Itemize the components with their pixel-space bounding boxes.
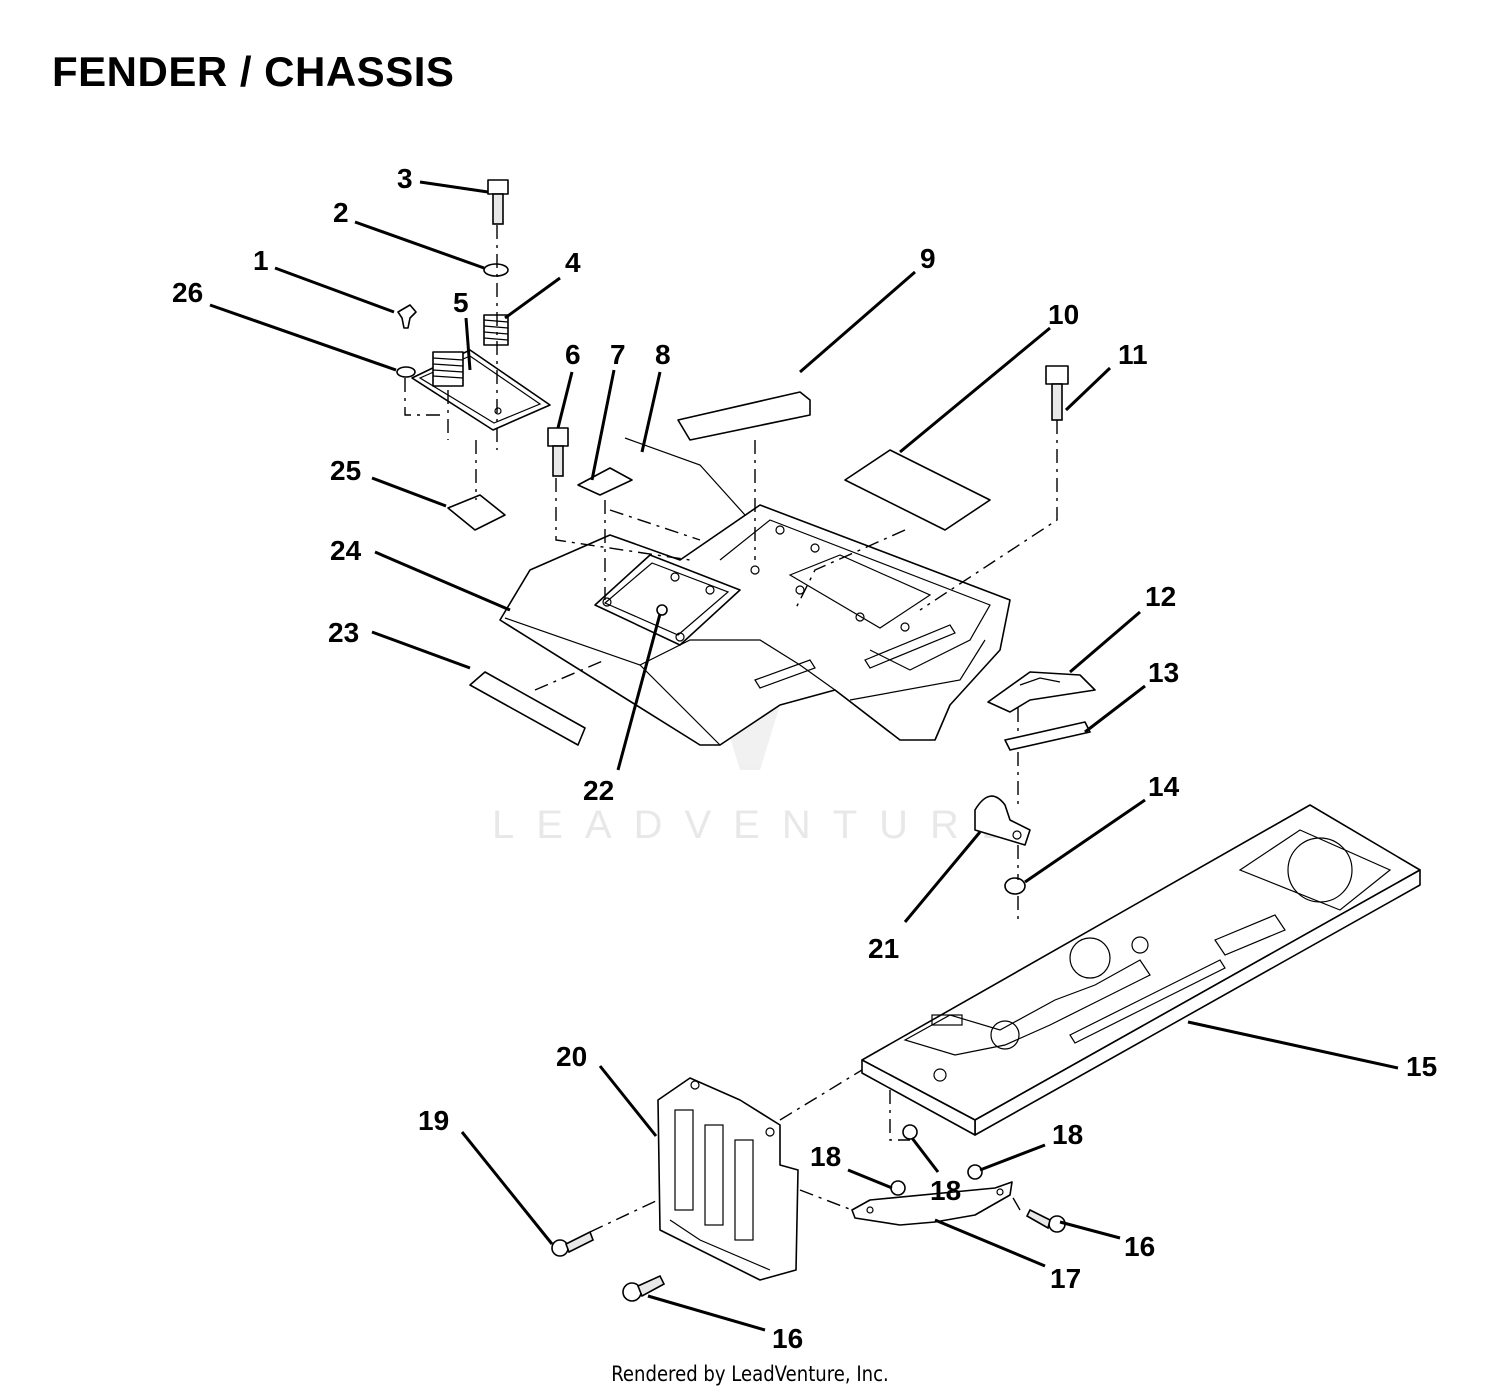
callout-5: 5 bbox=[453, 287, 469, 318]
callout-25: 25 bbox=[330, 455, 361, 486]
part-spring-4[interactable] bbox=[483, 314, 509, 346]
callout-6: 6 bbox=[565, 339, 581, 370]
callout-18b: 18 bbox=[930, 1175, 961, 1206]
callout-20: 20 bbox=[556, 1041, 587, 1072]
part-bolt-19[interactable] bbox=[551, 1230, 595, 1257]
part-nut-18a[interactable] bbox=[890, 1180, 906, 1196]
part-plate-13[interactable] bbox=[1004, 721, 1091, 751]
callout-26: 26 bbox=[172, 277, 203, 308]
part-bolt-11[interactable] bbox=[1045, 365, 1069, 421]
callout-24: 24 bbox=[330, 535, 362, 566]
part-decal-7[interactable] bbox=[577, 467, 633, 496]
callout-15: 15 bbox=[1406, 1051, 1437, 1082]
part-nut-14[interactable] bbox=[1004, 877, 1026, 895]
part-shield-20[interactable] bbox=[657, 1077, 799, 1281]
callout-17: 17 bbox=[1050, 1263, 1081, 1294]
part-bracket-21[interactable] bbox=[974, 795, 1031, 846]
callout-labels: 3 2 1 26 4 5 6 7 8 9 10 11 12 13 14 15 1… bbox=[172, 163, 1437, 1354]
callout-19: 19 bbox=[418, 1105, 449, 1136]
render-credit: Rendered by LeadVenture, Inc. bbox=[611, 1362, 889, 1386]
part-decal-8[interactable] bbox=[624, 437, 746, 516]
part-fender[interactable] bbox=[499, 504, 1011, 746]
part-decal-23[interactable] bbox=[469, 671, 586, 746]
part-decal-10[interactable] bbox=[844, 449, 991, 531]
part-bolt-16a[interactable] bbox=[622, 1274, 666, 1302]
callout-9: 9 bbox=[920, 243, 936, 274]
part-frame-15[interactable] bbox=[861, 804, 1421, 1136]
part-nut-18b[interactable] bbox=[902, 1124, 918, 1140]
callout-16a: 16 bbox=[772, 1323, 803, 1354]
callout-3: 3 bbox=[397, 163, 413, 194]
callout-13: 13 bbox=[1148, 657, 1179, 688]
callout-14: 14 bbox=[1148, 771, 1180, 802]
part-washer-26[interactable] bbox=[396, 366, 416, 378]
part-bracket-17[interactable] bbox=[851, 1181, 1013, 1226]
part-bolt-6[interactable] bbox=[547, 427, 569, 477]
callout-8: 8 bbox=[655, 339, 671, 370]
part-fastener-22[interactable] bbox=[656, 604, 668, 616]
callout-18c: 18 bbox=[1052, 1119, 1083, 1150]
callout-23: 23 bbox=[328, 617, 359, 648]
callout-1: 1 bbox=[253, 245, 269, 276]
part-spring-plate[interactable] bbox=[432, 351, 464, 387]
part-bolt-3[interactable] bbox=[487, 179, 509, 225]
page-title: FENDER / CHASSIS bbox=[52, 48, 455, 95]
callout-4: 4 bbox=[565, 247, 581, 278]
callout-21: 21 bbox=[868, 933, 899, 964]
callout-10: 10 bbox=[1048, 299, 1079, 330]
part-nut-18c[interactable] bbox=[967, 1164, 983, 1180]
part-bolt-16b[interactable] bbox=[1025, 1208, 1066, 1233]
callout-22: 22 bbox=[583, 775, 614, 806]
watermark-text: LEADVENTURE bbox=[492, 803, 1030, 847]
part-decal-9[interactable] bbox=[677, 391, 811, 441]
callout-2: 2 bbox=[333, 197, 349, 228]
alignment-lines bbox=[404, 225, 1058, 1233]
part-latch-12[interactable] bbox=[987, 671, 1096, 713]
part-wingnut-1[interactable] bbox=[397, 304, 417, 329]
callout-18a: 18 bbox=[810, 1141, 841, 1172]
callout-7: 7 bbox=[610, 339, 626, 370]
leader-lines bbox=[209, 180, 1399, 1332]
callout-11: 11 bbox=[1118, 339, 1148, 370]
callout-12: 12 bbox=[1145, 581, 1176, 612]
part-washer-2[interactable] bbox=[483, 263, 509, 277]
part-decal-25[interactable] bbox=[447, 494, 506, 531]
callout-16b: 16 bbox=[1124, 1231, 1155, 1262]
